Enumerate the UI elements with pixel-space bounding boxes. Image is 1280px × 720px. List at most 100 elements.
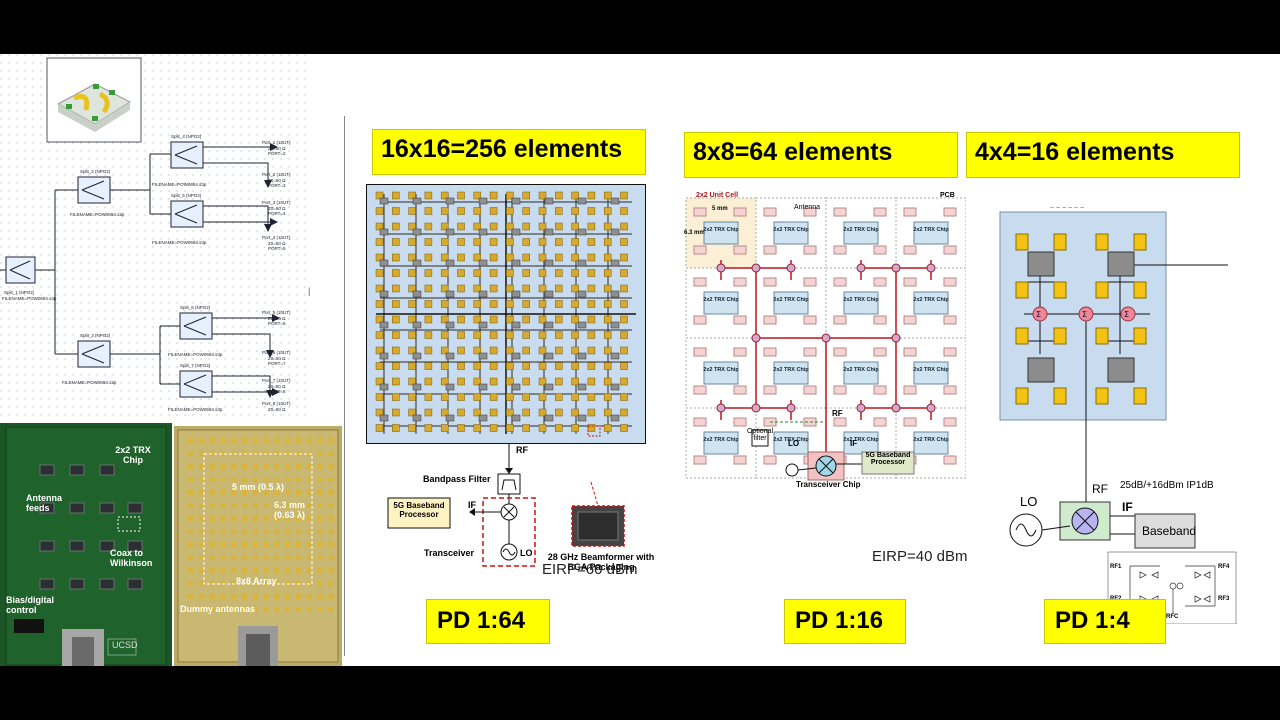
label-baseband-16: Baseband [1142, 524, 1197, 538]
svg-text:PORT=2: PORT=2 [268, 151, 286, 156]
svg-text:FILENAME=POW0694.s3p: FILENAME=POW0694.s3p [168, 407, 223, 412]
svg-text:Split_1 (NPO2): Split_1 (NPO2) [4, 290, 35, 295]
eirp-64: EIRP=40 dBm [872, 548, 968, 565]
label-transceiver-256: Transceiver [424, 548, 475, 558]
svg-text:Split_6 (NPO2): Split_6 (NPO2) [180, 305, 211, 310]
label-antenna-feeds: Antenna feeds [26, 493, 62, 513]
svg-text:FILENAME=POW0694.s3p: FILENAME=POW0694.s3p [168, 352, 223, 357]
label-beamformer: 28 GHz Beamformer with BGA Packaging [547, 552, 655, 572]
label-rf3: RF3 [1218, 596, 1230, 602]
svg-text:PORT=4: PORT=4 [268, 211, 286, 216]
svg-text:2x2 TRX Chip: 2x2 TRX Chip [843, 227, 879, 233]
pd-1-4: PD 1:4 [1044, 599, 1166, 644]
svg-text:Port_3 (10UT): Port_3 (10UT) [262, 200, 291, 205]
label-63mm-64: 6.3 mm [684, 230, 705, 236]
label-8x8-array: 8x8 Array [236, 576, 277, 586]
label-gain: 25dB/+16dBm IP1dB [1120, 480, 1214, 491]
label-63mm: 6.3 mm (0.63 λ) [274, 500, 306, 520]
label-baseband-256: 5G Baseband Processor [393, 501, 445, 519]
array-256-diagram [365, 183, 647, 445]
svg-text:Port_2 (10UT): Port_2 (10UT) [262, 172, 291, 177]
array-64-diagram: 2x2 TRX Chip 2x2 TRX Chip 2x2 TRX Chip 2x2 … [684, 190, 967, 490]
pd-1-64: PD 1:64 [426, 599, 550, 644]
label-bandpass: Bandpass Filter [423, 474, 491, 484]
label-5mm: 5 mm (0.5 λ) [232, 482, 285, 492]
svg-text:Z0=50 Ω: Z0=50 Ω [268, 356, 286, 361]
svg-text:Split_3 (NPO2): Split_3 (NPO2) [80, 333, 111, 338]
svg-text:PORT=3: PORT=3 [268, 183, 286, 188]
svg-text:PORT=5: PORT=5 [268, 246, 286, 251]
pd-1-16: PD 1:16 [784, 599, 906, 644]
svg-text:Split_5 (NPO2): Split_5 (NPO2) [171, 193, 202, 198]
pcb-photo-front: 2x2 TRX Chip Antenna feeds Coax to Wilki… [0, 423, 172, 666]
svg-text:2x2 TRX Chip: 2x2 TRX Chip [843, 367, 879, 373]
label-if-16: IF [1122, 500, 1133, 514]
label-unit-cell: 2x2 Unit Cell [696, 192, 739, 199]
label-baseband-64: 5G Baseband Processor [865, 452, 911, 466]
label-if-256: IF [468, 500, 476, 510]
header-16-elements: 4x4=16 elements [966, 132, 1240, 178]
label-5mm-64: 5 mm [712, 206, 728, 212]
label-pcb: PCB [940, 192, 955, 199]
svg-text:Z0=50 Ω: Z0=50 Ω [268, 206, 286, 211]
rf-chain-256: RF Bandpass Filter IF 5G Baseband Proces… [386, 442, 666, 572]
svg-text:Z0=50 Ω: Z0=50 Ω [268, 146, 286, 151]
label-optional-filter: Optional filter [746, 428, 774, 442]
svg-text:2x2 TRX Chip: 2x2 TRX Chip [703, 437, 739, 443]
svg-text:Z0=50 Ω: Z0=50 Ω [268, 316, 286, 321]
label-lo-16: LO [1020, 494, 1038, 509]
svg-text:2x2 TRX Chip: 2x2 TRX Chip [773, 227, 809, 233]
svg-text:2x2 TRX Chip: 2x2 TRX Chip [913, 367, 949, 373]
label-rfc: RFC [1166, 614, 1179, 620]
label-rf-64: RF [832, 409, 843, 418]
svg-text:Port_5 (10UT): Port_5 (10UT) [262, 310, 291, 315]
svg-text:2x2 TRX Chip: 2x2 TRX Chip [703, 227, 739, 233]
svg-text:2x2 TRX Chip: 2x2 TRX Chip [913, 297, 949, 303]
eirp-256: EIRP=60 dBm [542, 561, 638, 578]
svg-text:Port_6 (10UT): Port_6 (10UT) [262, 350, 291, 355]
svg-text:Split_2 (NPO2): Split_2 (NPO2) [80, 169, 111, 174]
svg-text:2x2 TRX Chip: 2x2 TRX Chip [773, 297, 809, 303]
label-transceiver-chip: Transceiver Chip [796, 480, 861, 489]
label-trx-chip: 2x2 TRX Chip [115, 445, 151, 465]
svg-text:2x2 TRX Chip: 2x2 TRX Chip [703, 297, 739, 303]
svg-text:PORT=8: PORT=8 [268, 389, 286, 394]
svg-text:2x2 TRX Chip: 2x2 TRX Chip [773, 437, 809, 443]
svg-text:Z0=50 Ω: Z0=50 Ω [268, 384, 286, 389]
label-antenna-64: Antenna [794, 204, 821, 211]
svg-text:2x2 TRX Chip: 2x2 TRX Chip [843, 297, 879, 303]
label-ucsd: UCSD [112, 640, 138, 650]
svg-text:2x2 TRX Chip: 2x2 TRX Chip [913, 227, 949, 233]
label-rf-256: RF [516, 445, 528, 455]
label-coax: Coax to Wilkinson [110, 548, 153, 568]
separator-line [344, 116, 345, 656]
svg-text:|: | [308, 286, 310, 296]
array-16-diagram: ~ ~ ~ ~ ~ ~ [990, 204, 1240, 625]
svg-text:~ ~ ~ ~ ~ ~: ~ ~ ~ ~ ~ ~ [1050, 205, 1084, 212]
label-lo-64: LO [788, 439, 800, 448]
label-if-64: IF [850, 439, 858, 448]
svg-text:FILENAME=POW0694.s3p: FILENAME=POW0694.s3p [2, 296, 57, 301]
header-256-elements: 16x16=256 elements [372, 129, 646, 175]
header-64-elements: 8x8=64 elements [684, 132, 958, 178]
label-bias: Bias/digital control [6, 595, 55, 615]
svg-text:Z0=50 Ω: Z0=50 Ω [268, 178, 286, 183]
svg-text:FILENAME=POW0694.s3p: FILENAME=POW0694.s3p [62, 380, 117, 385]
label-lo-256: LO [520, 548, 533, 558]
svg-text:Split_4 (NPO2): Split_4 (NPO2) [171, 134, 202, 139]
svg-text:FILENAME=POW0694.s3p: FILENAME=POW0694.s3p [70, 212, 125, 217]
label-rf4: RF4 [1218, 564, 1230, 570]
svg-text:FILENAME=POW0694.s3p: FILENAME=POW0694.s3p [152, 240, 207, 245]
svg-text:2x2 TRX Chip: 2x2 TRX Chip [703, 367, 739, 373]
svg-text:Σ: Σ [1124, 310, 1129, 319]
svg-text:PORT=7: PORT=7 [268, 361, 286, 366]
label-rf1: RF1 [1110, 564, 1122, 570]
label-rf-16: RF [1092, 482, 1108, 496]
svg-text:2x2 TRX Chip: 2x2 TRX Chip [913, 437, 949, 443]
svg-text:Port_1 (10UT): Port_1 (10UT) [262, 140, 291, 145]
pcb-photo-back: 5 mm (0.5 λ) 6.3 mm (0.63 λ) 8x8 Array D… [174, 426, 342, 666]
svg-text:2x2 TRX Chip: 2x2 TRX Chip [773, 367, 809, 373]
